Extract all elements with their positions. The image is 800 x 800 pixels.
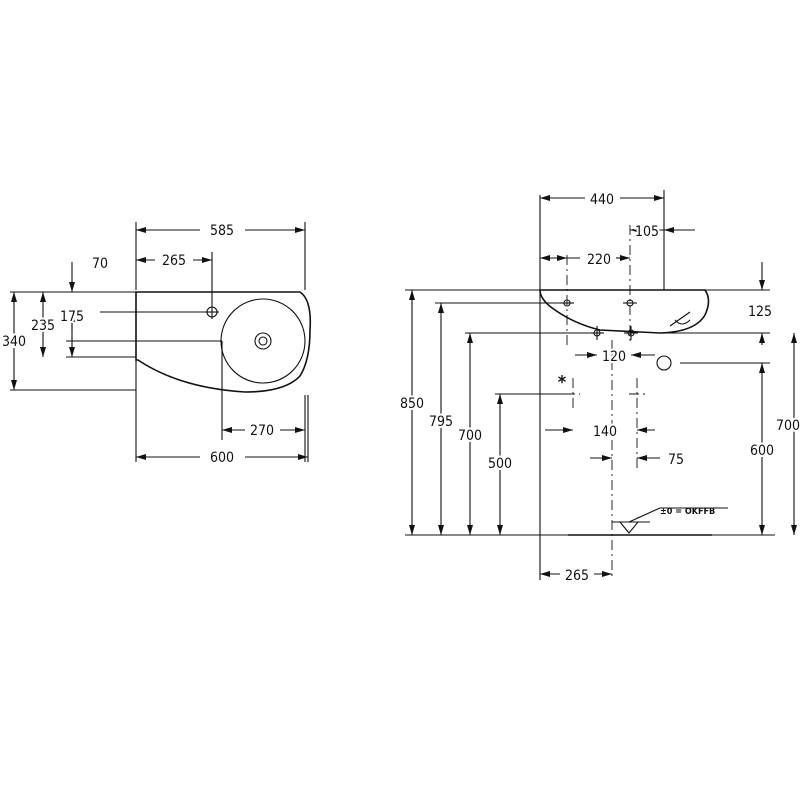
dim-270: 270 (250, 423, 274, 439)
dim-175: 175 (60, 309, 84, 325)
dim-600: 600 (210, 450, 234, 466)
dim-235: 235 (31, 318, 55, 334)
dim-700-right: 700 (776, 418, 800, 434)
dim-700-left: 700 (458, 428, 482, 444)
dim-140: 140 (593, 424, 617, 440)
floor-label: ±0 = OKFFB (660, 507, 715, 517)
dim-440: 440 (590, 192, 614, 208)
dim-70: 70 (92, 256, 108, 272)
dim-795: 795 (429, 414, 453, 430)
dim-75: 75 (668, 452, 684, 468)
dim-585: 585 (210, 223, 234, 239)
waste-outlet (656, 355, 672, 371)
supply-crosshair-right (624, 326, 638, 340)
tap-crosshair-left (560, 299, 574, 307)
asterisk-mark: * (558, 372, 567, 393)
dim-220: 220 (587, 252, 611, 268)
floor-level-symbol (612, 507, 728, 534)
dim-120: 120 (602, 349, 626, 365)
basin-outline-side (539, 289, 710, 334)
tap-crosshair-right (623, 299, 637, 307)
dim-265-top: 265 (162, 253, 186, 269)
bowl-circle (220, 298, 306, 384)
dim-500: 500 (488, 456, 512, 472)
basin-outline-top (135, 291, 312, 393)
drain-hole (254, 332, 272, 350)
dim-340: 340 (2, 334, 26, 350)
dim-600-right: 600 (750, 443, 774, 459)
side-view: * 440 105 220 125 120 (398, 190, 800, 584)
top-view: 585 265 70 340 235 175 (0, 222, 312, 466)
dim-125: 125 (748, 304, 772, 320)
dim-105: 105 (635, 224, 659, 240)
dim-265-bottom: 265 (565, 568, 589, 584)
drain-hole-inner (258, 336, 268, 346)
dim-850: 850 (400, 396, 424, 412)
supply-crosshair-left (590, 326, 604, 340)
